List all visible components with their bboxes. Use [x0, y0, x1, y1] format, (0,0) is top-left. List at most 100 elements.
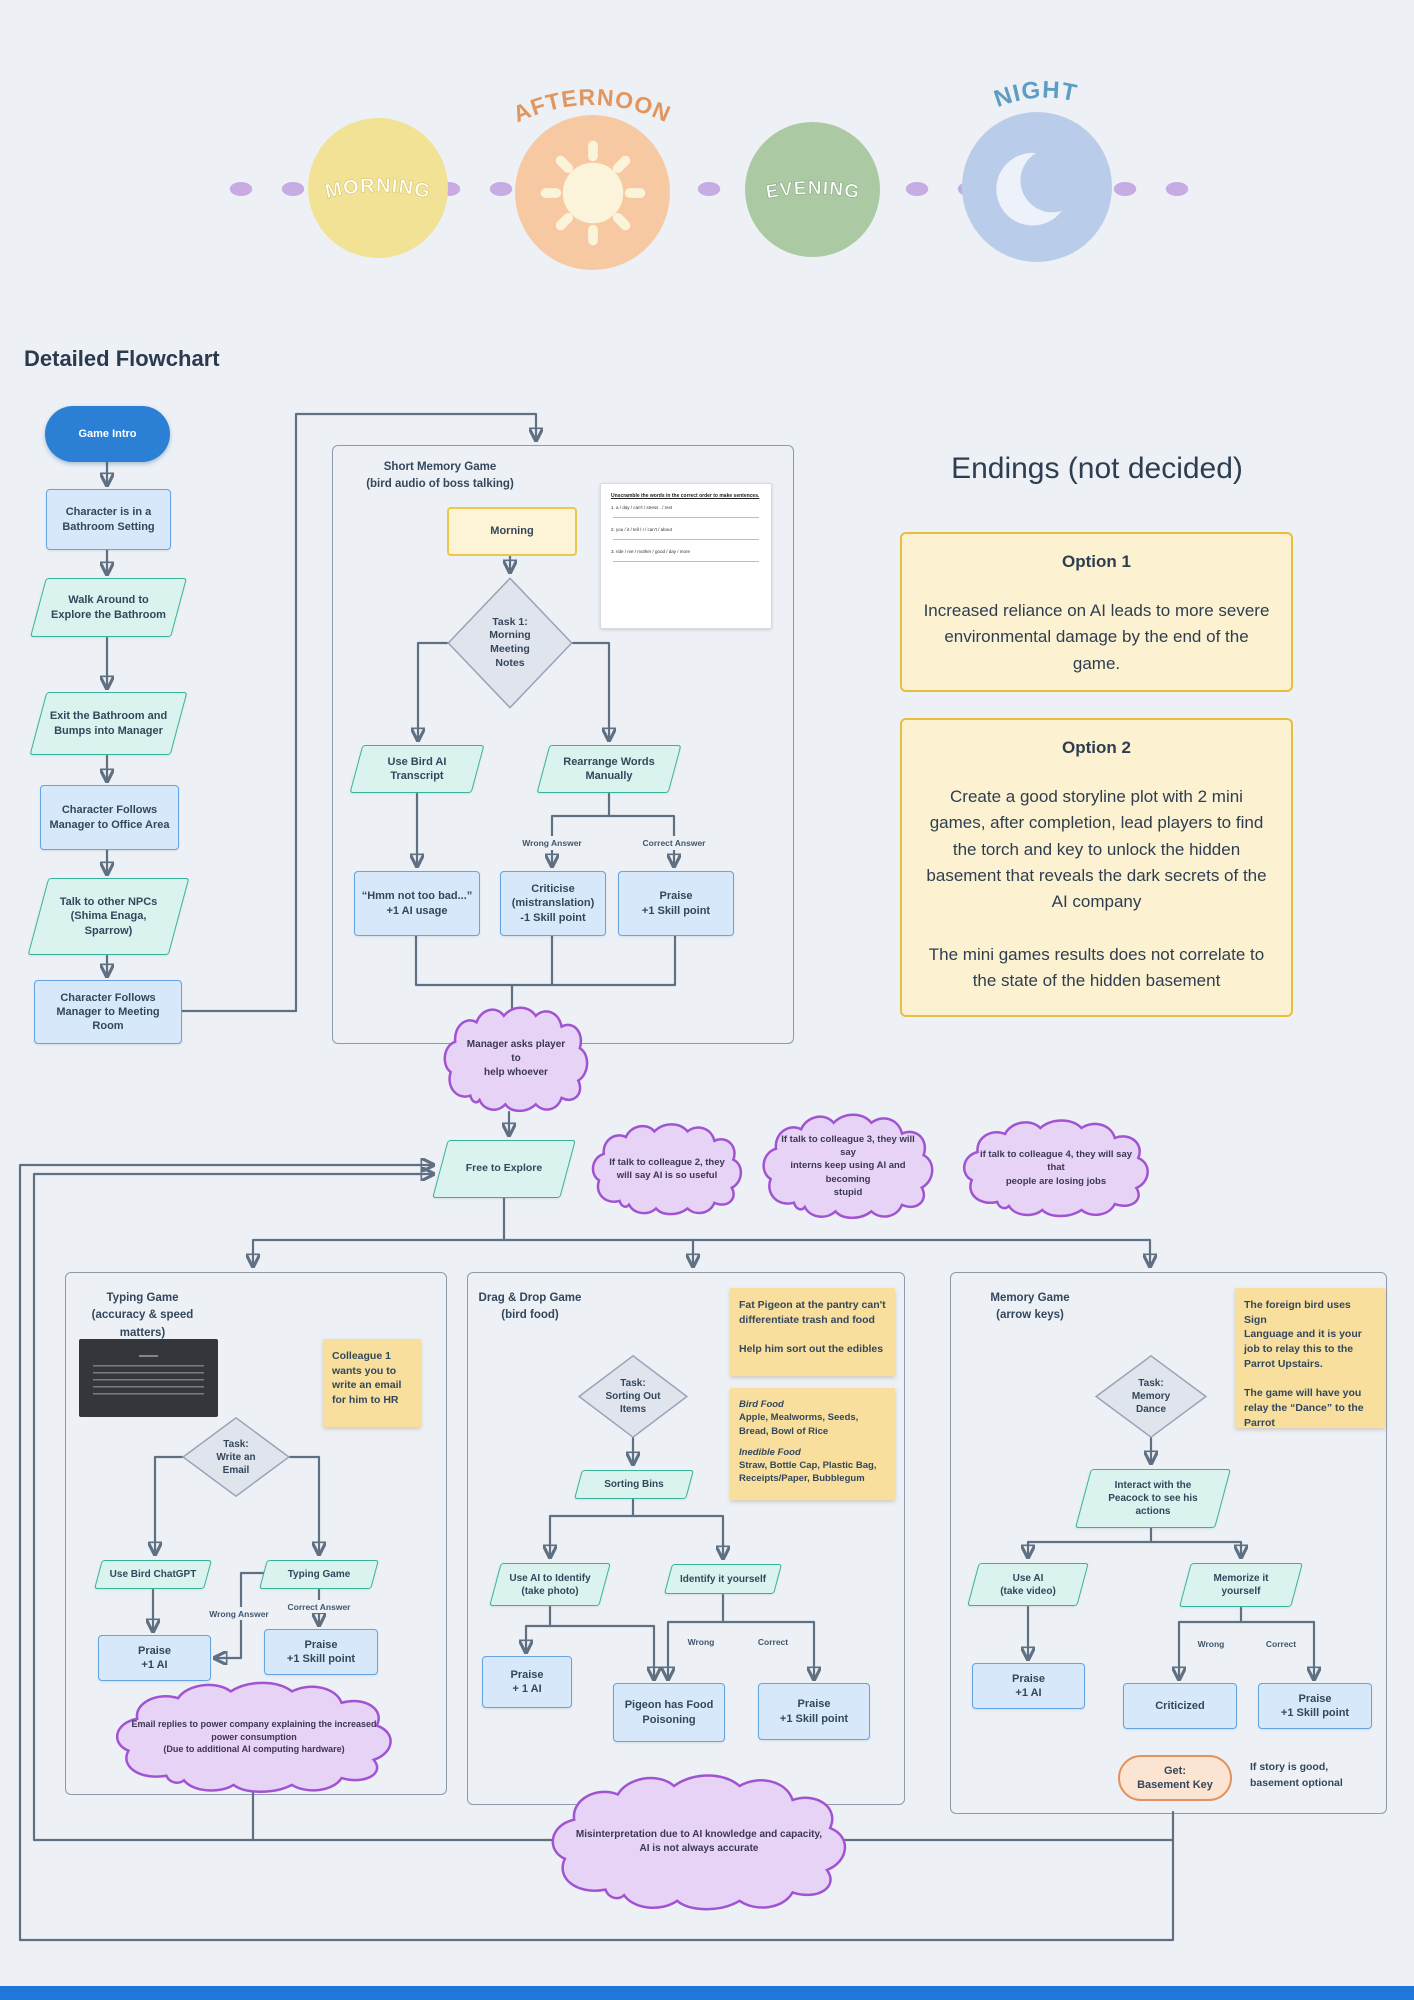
node-rearrange-manually[interactable]: Rearrange Words Manually	[543, 745, 675, 793]
node-label: Walk Around to Explore the Bathroom	[51, 594, 166, 621]
timeline-afternoon-circle[interactable]	[515, 115, 670, 270]
node-praise-ai-memory[interactable]: Praise +1 AI	[972, 1663, 1085, 1709]
node-label: Use AI (take video)	[1000, 1572, 1056, 1597]
cloud-colleague4[interactable]: if talk to colleague 4, they will say th…	[958, 1118, 1154, 1218]
node-praise-skill-dragdrop[interactable]: Praise +1 Skill point	[758, 1683, 870, 1740]
timeline-evening-circle[interactable]: EVENING	[745, 122, 880, 257]
endings-title: Endings (not decided)	[951, 452, 1243, 485]
memory-game-title: Memory Game (arrow keys)	[990, 1292, 1070, 1322]
node-label: Typing Game	[287, 1569, 351, 1580]
typing-game-title: Typing Game (accuracy & speed matters)	[91, 1292, 194, 1339]
node-get-basement-key[interactable]: Get: Basement Key	[1118, 1755, 1232, 1801]
sticky-colleague1[interactable]: Colleague 1 wants you to write an email …	[323, 1339, 421, 1427]
morning-arc-text: MORNING	[323, 175, 432, 204]
label-correct-answer: Correct Answer	[285, 1600, 353, 1613]
node-label: Rearrange Words Manually	[563, 755, 655, 782]
node-talk-npcs[interactable]: Talk to other NPCs (Shima Enaga, Sparrow…	[38, 878, 179, 955]
sticky-foreign-bird[interactable]: The foreign bird uses Sign Language and …	[1235, 1288, 1385, 1429]
cloud-email-replies[interactable]: Email replies to power company explainin…	[108, 1680, 400, 1794]
cloud-misinterpretation[interactable]: Misinterpretation due to AI knowledge an…	[543, 1772, 855, 1912]
node-label: Sorting Bins	[604, 1479, 664, 1490]
worksheet-item: 1. a / day / can't / stress . / rest	[611, 505, 673, 510]
label-correct-answer: Correct Answer	[638, 836, 710, 850]
decision-write-email[interactable]: Task: Write an Email	[182, 1417, 290, 1497]
node-criticise[interactable]: Criticise (mistranslation) -1 Skill poin…	[500, 871, 606, 936]
node-exit-bathroom[interactable]: Exit the Bathroom and Bumps into Manager	[38, 692, 179, 755]
cloud-text: Email replies to power company explainin…	[131, 1719, 377, 1755]
worksheet-image[interactable]: Unscramble the words in the correct orde…	[600, 483, 772, 629]
node-follow-office[interactable]: Character Follows Manager to Office Area	[40, 785, 179, 850]
node-use-bird-ai-transcript[interactable]: Use Bird AI Transcript	[356, 745, 478, 793]
timeline-morning-circle[interactable]: MORNING	[308, 118, 448, 258]
node-typing-game[interactable]: Typing Game	[263, 1560, 375, 1589]
node-label: Free to Explore	[465, 1162, 543, 1175]
sun-icon	[540, 140, 645, 245]
node-pigeon-poisoning[interactable]: Pigeon has Food Poisoning	[613, 1683, 725, 1742]
node-morning[interactable]: Morning	[447, 507, 577, 556]
node-hmm-ai-usage[interactable]: “Hmm not too bad...” +1 AI usage	[354, 871, 480, 936]
node-use-ai-video[interactable]: Use AI (take video)	[973, 1563, 1083, 1606]
worksheet-rule	[613, 561, 759, 562]
node-label: Interact with the Peacock to see his act…	[1108, 1480, 1198, 1517]
option2-body: Create a good storyline plot with 2 mini…	[926, 787, 1267, 912]
node-label: Talk to other NPCs (Shima Enaga, Sparrow…	[59, 896, 158, 937]
night-arc-text: NIGHT	[962, 68, 1112, 124]
svg-text:NIGHT: NIGHT	[991, 76, 1080, 112]
node-criticized[interactable]: Criticized	[1123, 1683, 1237, 1729]
node-label: Memorize it yourself	[1213, 1573, 1269, 1597]
short-memory-game-title: Short Memory Game (bird audio of boss ta…	[366, 461, 514, 491]
node-label: Use Bird ChatGPT	[109, 1569, 197, 1580]
cloud-colleague2[interactable]: If talk to colleague 2, they will say AI…	[588, 1122, 746, 1216]
bird-food-title: Bird Food	[739, 1399, 784, 1410]
sticky-bird-food[interactable]: Bird Food Apple, Mealworms, Seeds, Bread…	[730, 1388, 895, 1500]
inedible-food-list: Straw, Bottle Cap, Plastic Bag, Receipts…	[739, 1460, 877, 1485]
option1-body: Increased reliance on AI leads to more s…	[923, 601, 1270, 673]
node-game-intro[interactable]: Game Intro	[45, 406, 170, 462]
cloud-text: if talk to colleague 4, they will say th…	[979, 1149, 1133, 1187]
cloud-text: If talk to colleague 3, they will say in…	[781, 1133, 915, 1198]
label-wrong: Wrong	[1190, 1637, 1232, 1650]
node-label: Task: Write an Email	[216, 1438, 256, 1476]
option2-body2: The mini games results does not correlat…	[928, 944, 1265, 991]
option1-title: Option 1	[1062, 552, 1131, 571]
worksheet-rule	[613, 539, 759, 540]
node-identify-yourself[interactable]: Identify it yourself	[668, 1564, 778, 1594]
node-praise-skill[interactable]: Praise +1 Skill point	[618, 871, 734, 936]
node-free-to-explore[interactable]: Free to Explore	[440, 1140, 568, 1198]
node-praise-skill-typing[interactable]: Praise +1 Skill point	[264, 1629, 378, 1675]
node-use-bird-chatgpt[interactable]: Use Bird ChatGPT	[98, 1560, 208, 1589]
moon-icon	[996, 148, 1085, 226]
label-correct: Correct	[750, 1635, 796, 1648]
node-label: Identify it yourself	[679, 1573, 767, 1585]
cloud-colleague3[interactable]: If talk to colleague 3, they will say in…	[758, 1112, 938, 1220]
ending-option1-box[interactable]: Option 1 Increased reliance on AI leads …	[900, 532, 1293, 692]
worksheet-item: 3. ride / me / mother / good / day / mor…	[611, 549, 691, 554]
node-bathroom-setting[interactable]: Character is in a Bathroom Setting	[46, 489, 171, 550]
worksheet-rule	[613, 517, 759, 518]
node-label: Task: Memory Dance	[1131, 1378, 1171, 1415]
node-interact-peacock[interactable]: Interact with the Peacock to see his act…	[1083, 1469, 1223, 1528]
decision-task1-meeting-notes[interactable]: Task 1: Morning Meeting Notes	[447, 577, 573, 709]
node-praise-skill-memory[interactable]: Praise +1 Skill point	[1258, 1683, 1372, 1729]
note-basement-optional: If story is good, basement optional	[1250, 1761, 1343, 1789]
decision-sorting-items[interactable]: Task: Sorting Out Items	[578, 1355, 688, 1438]
node-praise-ai-dragdrop[interactable]: Praise + 1 AI	[482, 1656, 572, 1708]
node-label: Task 1: Morning Meeting Notes	[489, 615, 531, 669]
worksheet-item: 2. you / it / tell / I / can't / about	[611, 527, 672, 532]
label-wrong-answer: Wrong Answer	[516, 836, 588, 850]
node-praise-ai-typing[interactable]: Praise +1 AI	[98, 1635, 211, 1681]
node-follow-meeting[interactable]: Character Follows Manager to Meeting Roo…	[34, 980, 182, 1044]
node-walk-around[interactable]: Walk Around to Explore the Bathroom	[38, 578, 179, 637]
decision-memory-dance[interactable]: Task: Memory Dance	[1095, 1355, 1207, 1438]
timeline-night-circle[interactable]	[962, 112, 1112, 262]
node-use-ai-identify[interactable]: Use AI to Identify (take photo)	[495, 1563, 605, 1606]
sticky-fat-pigeon[interactable]: Fat Pigeon at the pantry can't different…	[730, 1288, 895, 1376]
node-sorting-bins[interactable]: Sorting Bins	[578, 1470, 690, 1499]
label-wrong: Wrong	[680, 1635, 722, 1648]
ending-option2-box[interactable]: Option 2 Create a good storyline plot wi…	[900, 718, 1293, 1017]
node-memorize-yourself[interactable]: Memorize it yourself	[1185, 1563, 1297, 1607]
option2-title: Option 2	[1062, 738, 1131, 757]
cloud-manager-asks[interactable]: Manager asks player to help whoever	[440, 1005, 592, 1113]
typing-game-screenshot[interactable]	[79, 1339, 218, 1417]
